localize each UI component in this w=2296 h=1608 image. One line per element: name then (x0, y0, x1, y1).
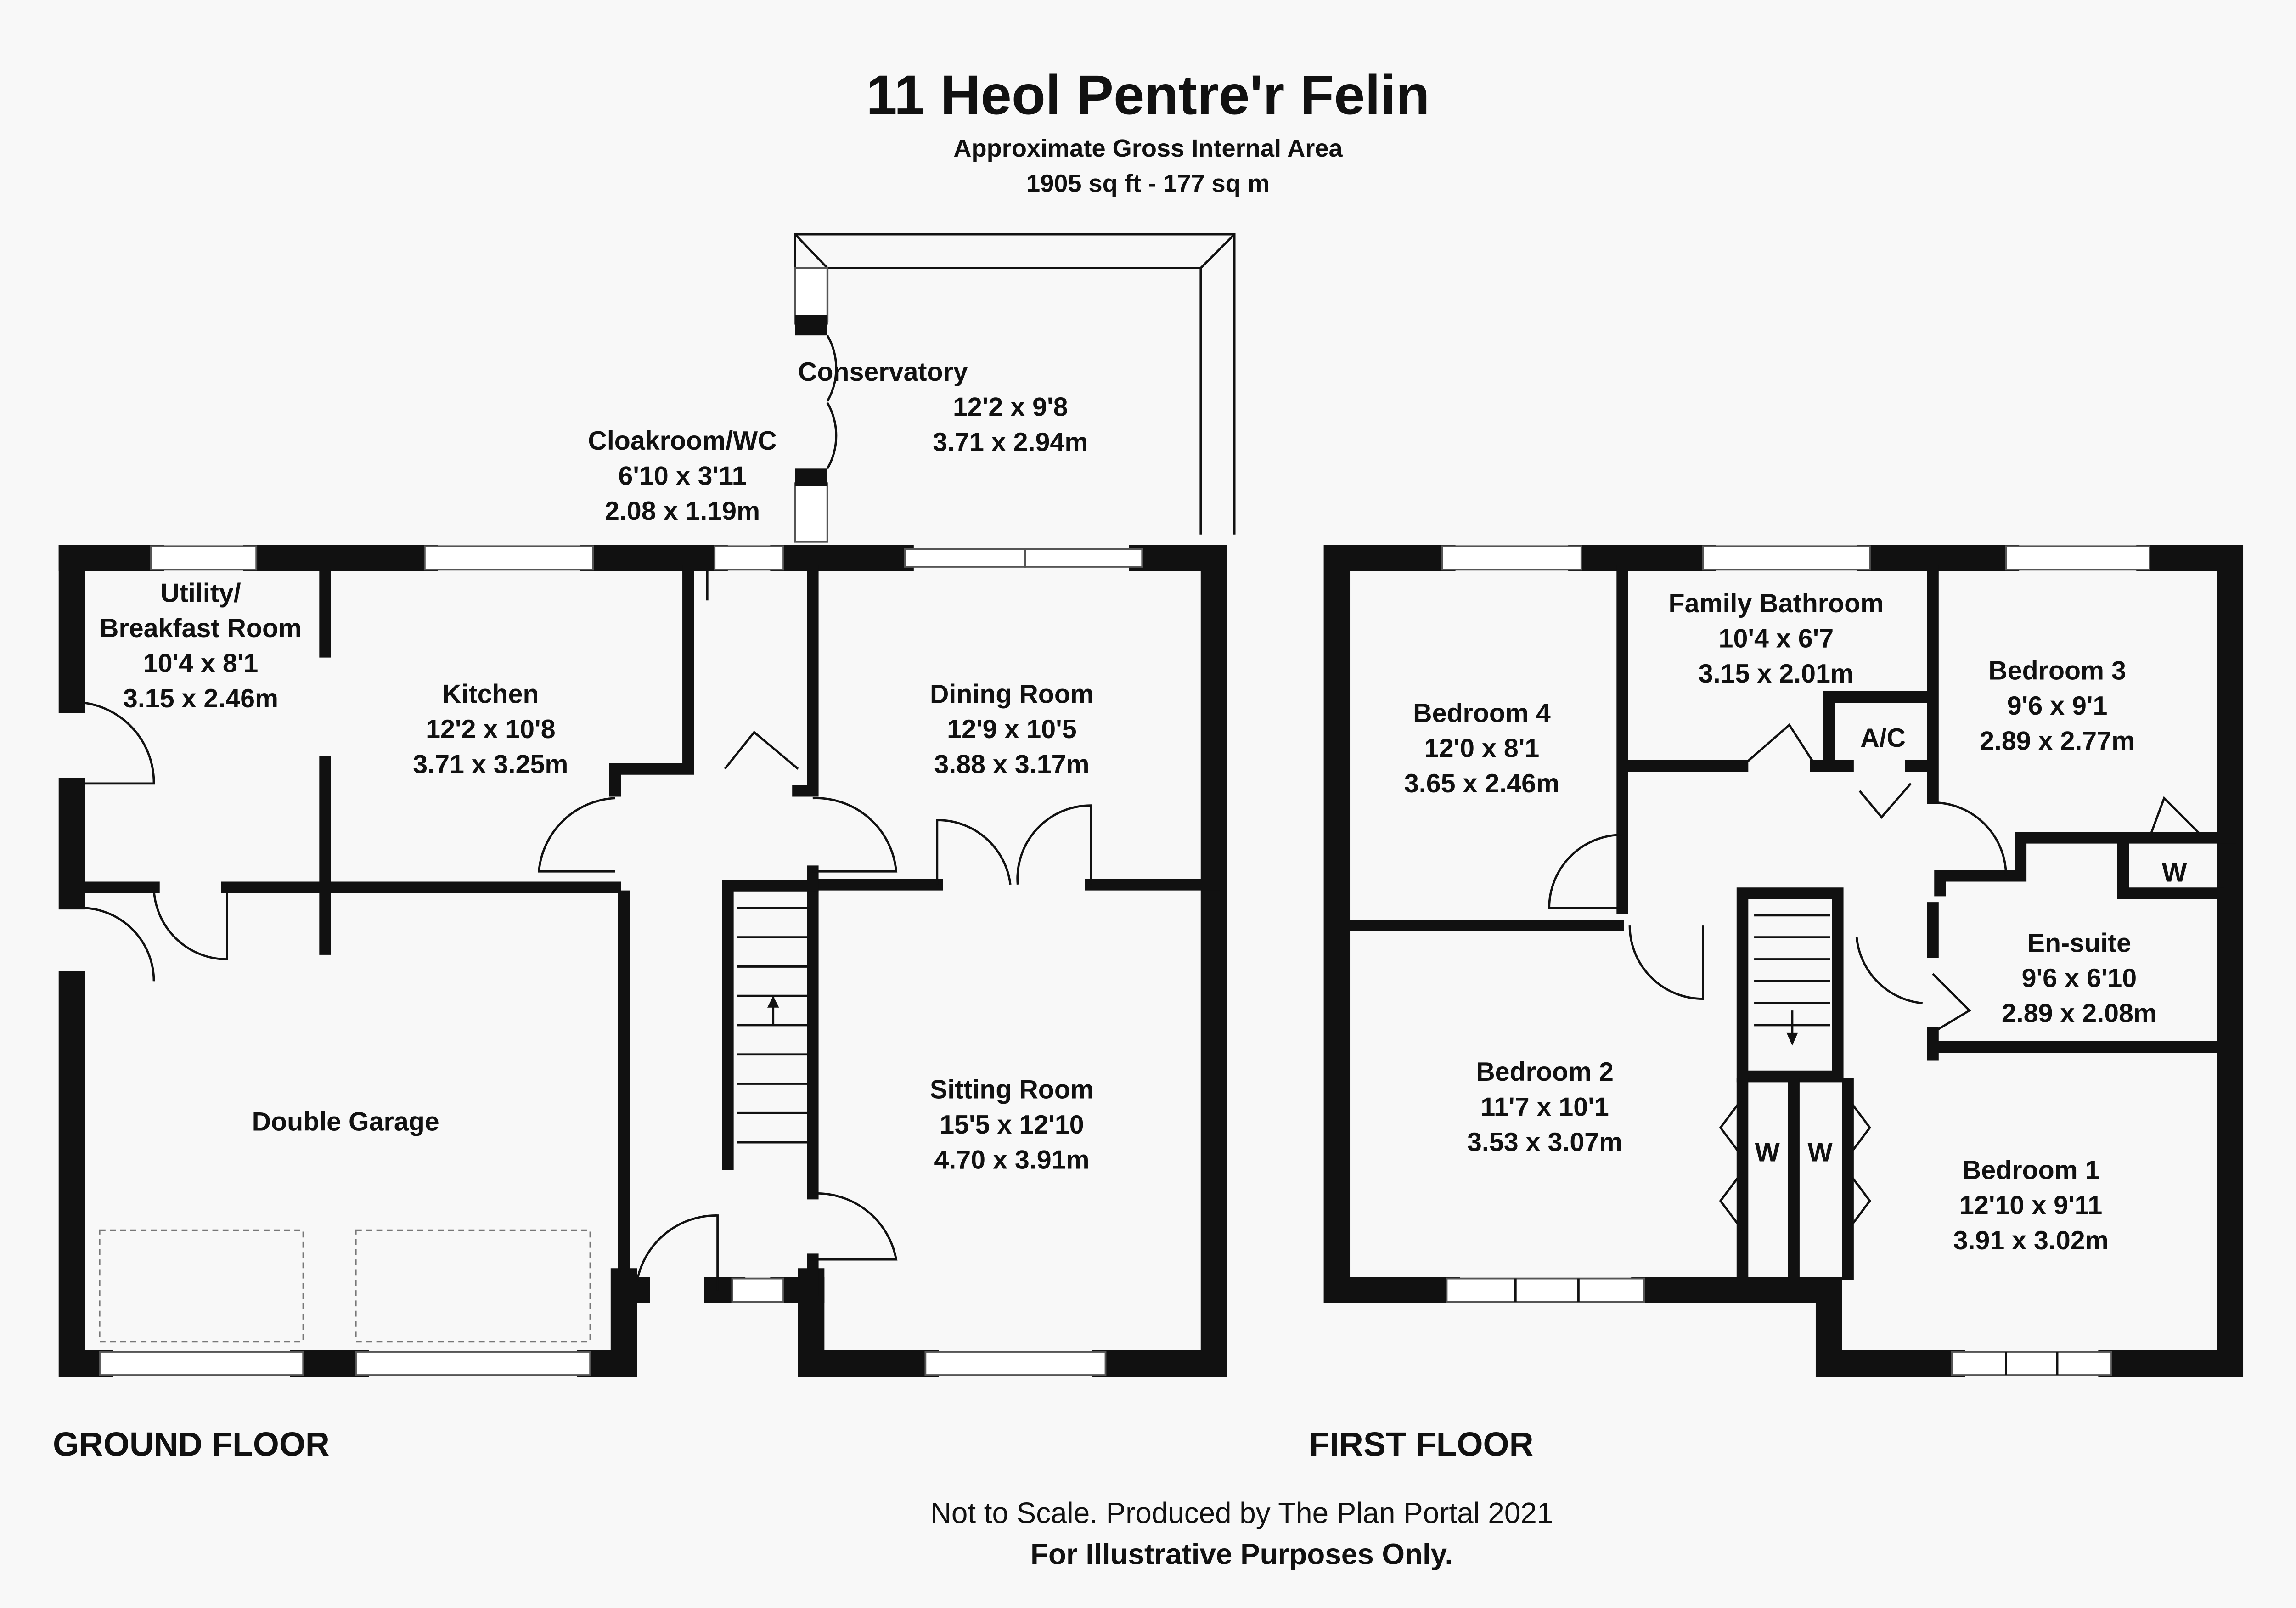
en-suite-metric: 2.89 x 2.08m (2002, 999, 2157, 1028)
bedroom-4-label: Bedroom 4 (1413, 699, 1551, 728)
window (150, 545, 258, 571)
bedroom-3-metric: 2.89 x 2.77m (1980, 727, 2135, 756)
en-suite-imperial: 9'6 x 6'10 (2022, 964, 2137, 993)
cloakroom-metric: 2.08 x 1.19m (605, 497, 760, 526)
dining-room-imperial: 12'9 x 10'5 (947, 715, 1077, 744)
garage-door (355, 1351, 591, 1376)
sitting-room-label: Sitting Room (930, 1075, 1094, 1104)
window (714, 545, 784, 571)
cloakroom-imperial: 6'10 x 3'11 (618, 461, 746, 491)
bedroom-4-metric: 3.65 x 2.46m (1404, 769, 1559, 798)
sitting-room-metric: 4.70 x 3.91m (934, 1145, 1089, 1174)
utility-label-line2: Breakfast Room (100, 614, 302, 643)
bedroom-2-metric: 3.53 x 3.07m (1467, 1128, 1622, 1157)
sitting-room-imperial: 15'5 x 12'10 (940, 1110, 1084, 1140)
conservatory-outline (794, 233, 1236, 543)
window (924, 1351, 1107, 1376)
bedroom-2-imperial: 11'7 x 10'1 (1480, 1093, 1609, 1122)
utility-metric: 3.15 x 2.46m (123, 684, 278, 713)
airing-cupboard-label: A/C (1860, 723, 1906, 753)
family-bathroom-label: Family Bathroom (1669, 589, 1884, 618)
plan-title: 11 Heol Pentre'r Felin (866, 64, 1429, 126)
wardrobe-label: W (1807, 1138, 1833, 1168)
conservatory-imperial: 12'2 x 9'8 (953, 393, 1068, 422)
sliding-door (1024, 548, 1143, 568)
family-bathroom-metric: 3.15 x 2.01m (1699, 659, 1854, 688)
garage-door (99, 1351, 304, 1376)
bedroom-1-label: Bedroom 1 (1962, 1156, 2100, 1185)
en-suite-label: En-suite (2027, 929, 2131, 958)
footer-illustrative: For Illustrative Purposes Only. (1030, 1537, 1453, 1570)
utility-label-line1: Utility/ (160, 578, 241, 608)
window (1446, 1277, 1645, 1303)
conservatory-label: Conservatory (798, 357, 968, 387)
kitchen-metric: 3.71 x 3.25m (413, 750, 568, 779)
ground-floor-plan: Conservatory 12'2 x 9'8 3.71 x 2.94m Clo… (53, 233, 1236, 1463)
bedroom-3-imperial: 9'6 x 9'1 (2007, 691, 2108, 721)
wardrobe-label: W (1755, 1138, 1780, 1168)
window (2005, 545, 2150, 571)
plan-area: 1905 sq ft - 177 sq m (1026, 170, 1270, 197)
conservatory-metric: 3.71 x 2.94m (933, 428, 1088, 457)
dining-room-label: Dining Room (930, 679, 1094, 709)
first-floor-label: FIRST FLOOR (1309, 1425, 1534, 1463)
bedroom-1-imperial: 12'10 x 9'11 (1959, 1190, 2102, 1220)
bedroom-2-label: Bedroom 2 (1476, 1057, 1614, 1087)
plan-subtitle: Approximate Gross Internal Area (953, 135, 1343, 162)
cloakroom-label: Cloakroom/WC (588, 426, 777, 456)
bedroom-3-label: Bedroom 3 (1988, 656, 2126, 685)
utility-imperial: 10'4 x 8'1 (143, 649, 259, 678)
bedroom-1-metric: 3.91 x 3.02m (1953, 1226, 2109, 1255)
staircase (737, 907, 809, 1144)
dining-room-metric: 3.88 x 3.17m (934, 750, 1089, 779)
wardrobe-label: W (2162, 858, 2187, 887)
window (731, 1277, 784, 1303)
window (1951, 1351, 2112, 1376)
ground-floor-label: GROUND FLOOR (53, 1425, 330, 1463)
kitchen-imperial: 12'2 x 10'8 (426, 715, 556, 744)
window (1702, 545, 1871, 571)
family-bathroom-imperial: 10'4 x 6'7 (1719, 624, 1834, 653)
first-floor-plan: Family Bathroom 10'4 x 6'7 3.15 x 2.01m … (1309, 545, 2244, 1463)
staircase (1754, 914, 1830, 1046)
sliding-door (904, 548, 1026, 568)
footer-disclaimer: Not to Scale. Produced by The Plan Porta… (930, 1496, 1553, 1529)
bedroom-4-imperial: 12'0 x 8'1 (1424, 733, 1540, 763)
garage-label: Double Garage (252, 1107, 439, 1137)
window (1441, 545, 1582, 571)
window (423, 545, 594, 571)
kitchen-label: Kitchen (442, 679, 539, 709)
